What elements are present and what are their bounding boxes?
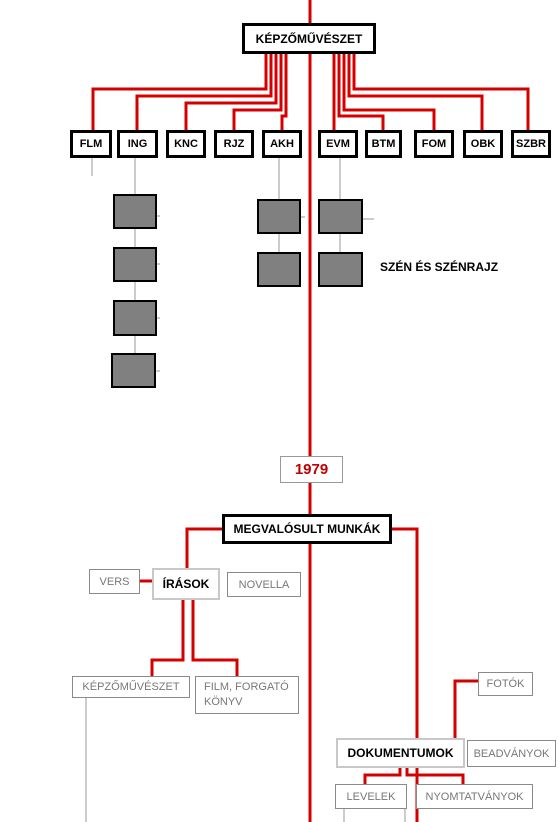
writing-vers: VERS xyxy=(89,569,140,594)
category-akh: AKH xyxy=(262,130,302,158)
document-photos: FOTÓK xyxy=(478,672,533,696)
category-evm: EVM xyxy=(318,130,358,158)
category-flm: FLM xyxy=(70,130,112,158)
thumbnail-caption: SZÉN ÉS SZÉNRAJZ xyxy=(380,260,499,274)
category-btm: BTM xyxy=(365,130,402,158)
thumbnail-image[interactable] xyxy=(257,199,301,234)
category-knc: KNC xyxy=(166,130,206,158)
document-prints: NYOMTATVÁNYOK xyxy=(416,784,533,809)
category-fom: FOM xyxy=(414,130,454,158)
thumbnail-image[interactable] xyxy=(111,353,156,388)
thumbnail-image[interactable] xyxy=(257,252,301,287)
document-letters: LEVELEK xyxy=(335,784,407,809)
writing-novella: NOVELLA xyxy=(227,572,301,597)
root-node: KÉPZŐMŰVÉSZET xyxy=(242,23,376,54)
thumbnail-image[interactable] xyxy=(113,194,157,229)
thumbnail-image[interactable] xyxy=(113,300,157,336)
documents-node: DOKUMENTUMOK xyxy=(336,738,465,768)
writings-node: ÍRÁSOK xyxy=(152,568,220,600)
category-ing: ING xyxy=(117,130,158,158)
document-petitions: BEADVÁNYOK xyxy=(467,740,556,767)
thumbnail-image[interactable] xyxy=(318,252,363,287)
category-rjz: RJZ xyxy=(214,130,254,158)
writing-child-fine-art: KÉPZŐMŰVÉSZET xyxy=(72,676,190,698)
writing-child-film: FILM, FORGATÓ KÖNYV xyxy=(195,676,299,714)
category-obk: OBK xyxy=(463,130,503,158)
year-box: 1979 xyxy=(280,456,343,483)
works-node: MEGVALÓSULT MUNKÁK xyxy=(222,514,392,544)
category-szbr: SZBR xyxy=(511,130,551,158)
thumbnail-image[interactable] xyxy=(113,247,157,282)
thumbnail-image[interactable] xyxy=(318,199,363,234)
